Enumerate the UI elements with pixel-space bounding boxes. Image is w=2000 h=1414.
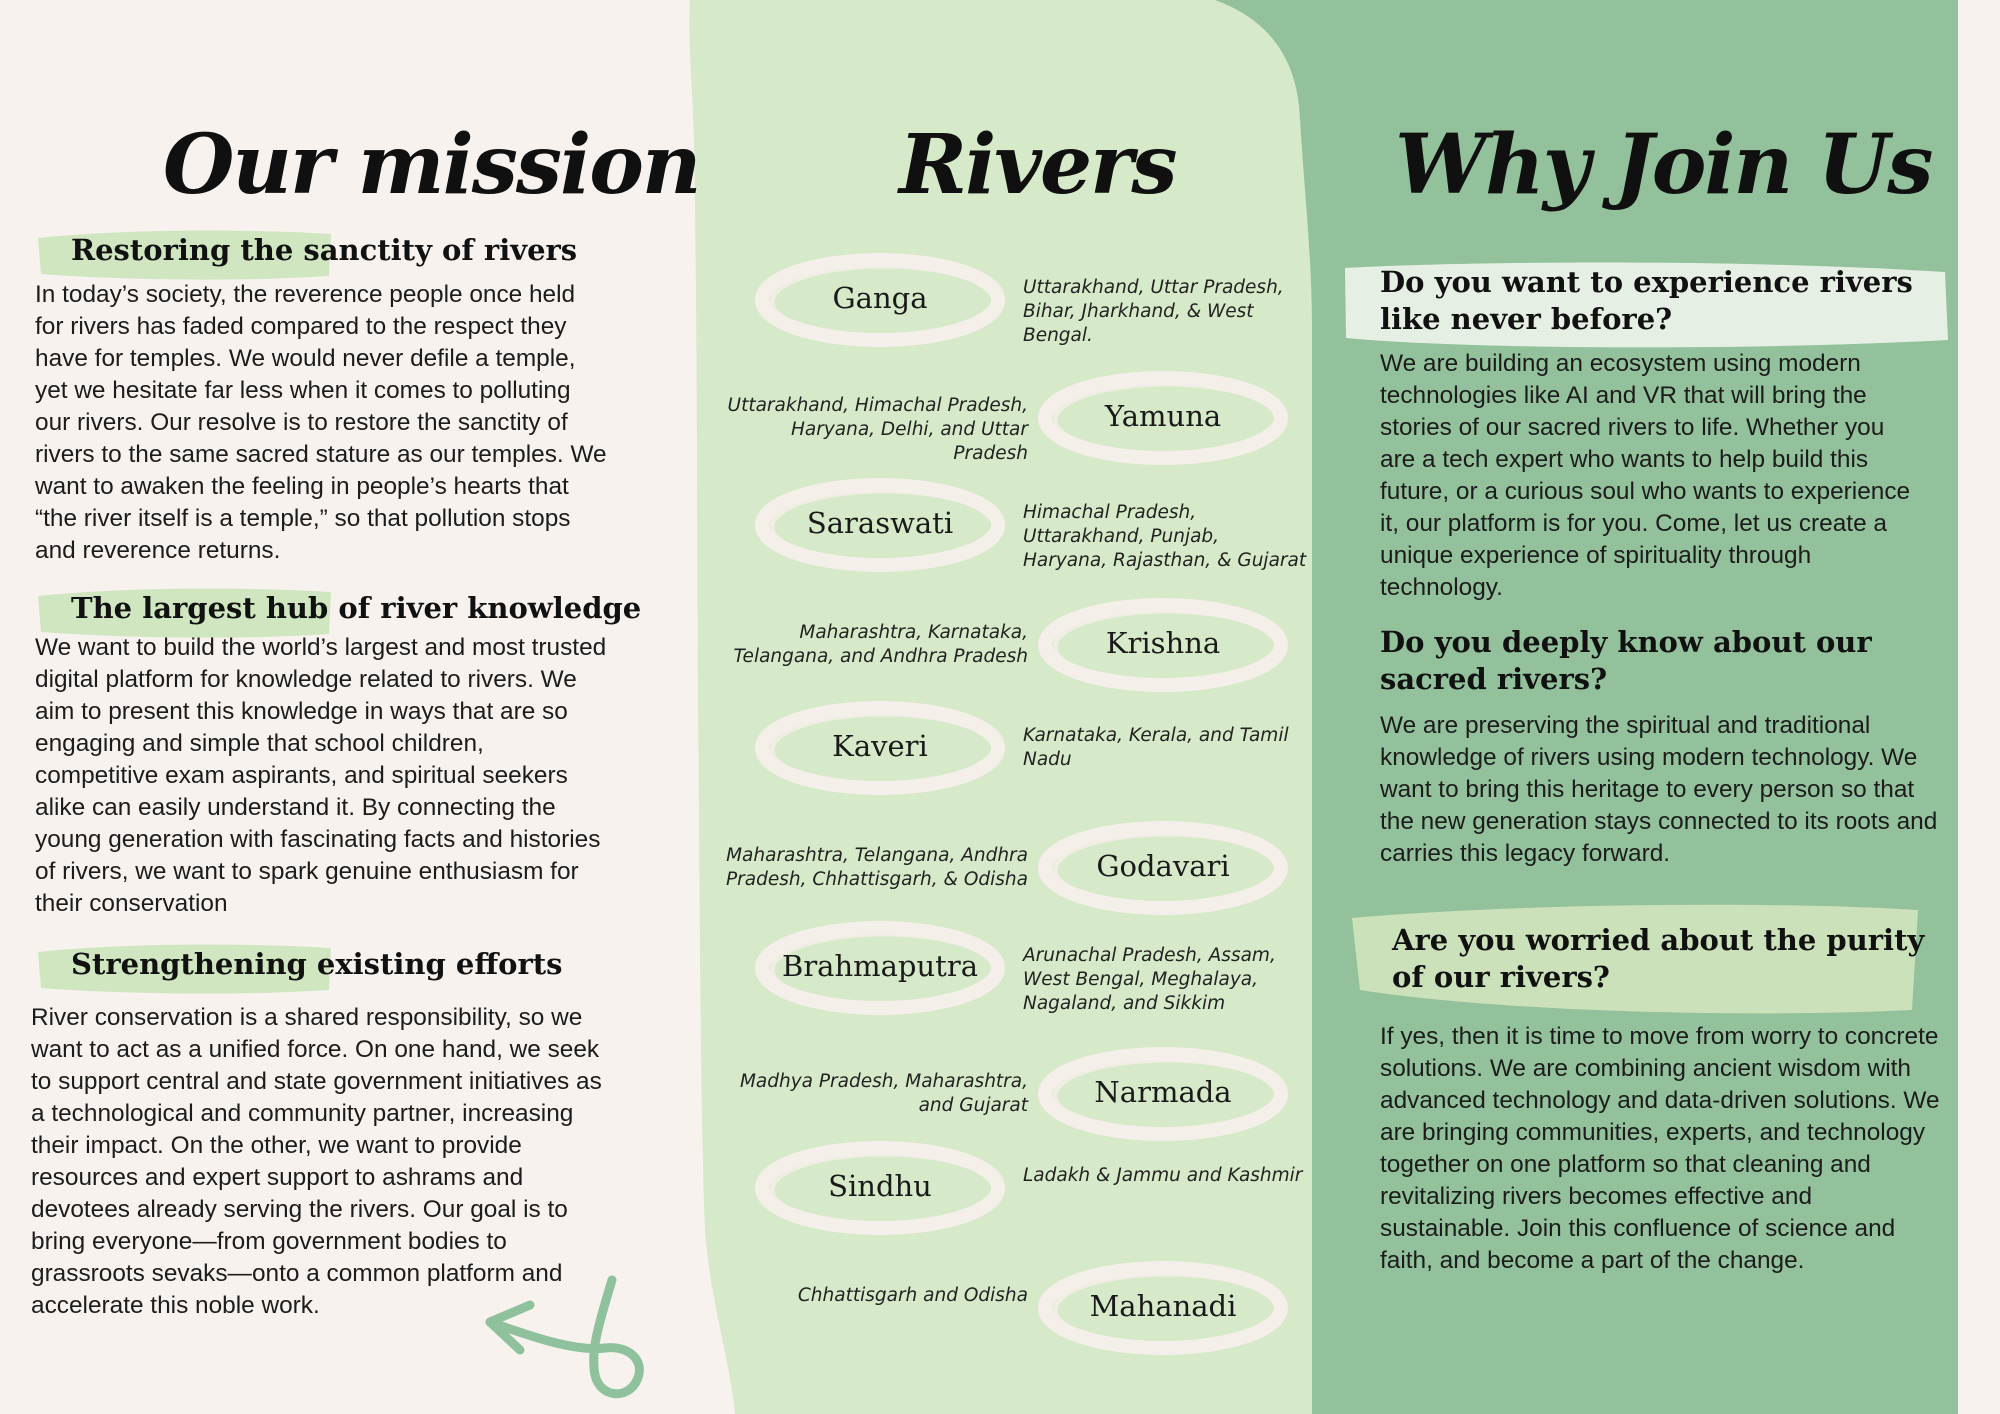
why-heading-3: Are you worried about the purity of our … <box>1392 923 1925 994</box>
river-name: Narmada <box>1094 1075 1232 1109</box>
river-regions: Uttarakhand, Uttar Pradesh, Bihar, Jhark… <box>1023 277 1284 346</box>
why-heading-1: Do you want to experience rivers like ne… <box>1380 265 1913 336</box>
river-name: Saraswati <box>806 506 954 540</box>
why-column: Why Join Us Do you want to experience ri… <box>1312 0 1958 1414</box>
river-name: Godavari <box>1096 849 1230 883</box>
river-ellipse <box>755 478 1005 572</box>
river-name: Sindhu <box>828 1169 932 1203</box>
why-heading-brush-1 <box>1345 262 1948 348</box>
river-regions: Uttarakhand, Himachal Pradesh, Haryana, … <box>727 395 1028 464</box>
rivers-title: Rivers <box>899 117 1177 213</box>
mission-body-1: In today’s society, the reverence people… <box>35 281 607 564</box>
river-name: Yamuna <box>1104 399 1222 433</box>
river-ellipse <box>1038 1261 1288 1355</box>
river-name: Ganga <box>832 281 928 315</box>
river-regions: Ladakh & Jammu and Kashmir <box>1023 1165 1303 1186</box>
mission-body-2: We want to build the world’s largest and… <box>35 634 607 917</box>
why-panel-background <box>1215 0 1958 1414</box>
mission-heading-1: Restoring the sanctity of rivers <box>38 230 578 280</box>
mission-heading-3: Strengthening existing efforts <box>38 944 563 994</box>
river-regions: Arunachal Pradesh, Assam, West Bengal, M… <box>1023 945 1276 1014</box>
river-name: Mahanadi <box>1089 1289 1237 1323</box>
mission-title: Our mission <box>163 117 702 213</box>
river-regions: Himachal Pradesh, Uttarakhand, Punjab, H… <box>1023 502 1307 571</box>
why-title: Why Join Us <box>1395 117 1933 213</box>
river-regions: Karnataka, Kerala, and Tamil Nadu <box>1023 725 1289 770</box>
river-ellipse <box>1038 1047 1288 1141</box>
river-ellipse <box>755 1141 1005 1235</box>
river-regions: Maharashtra, Telangana, Andhra Pradesh, … <box>726 845 1028 890</box>
river-ellipse <box>755 253 1005 347</box>
why-body-1: We are building an ecosystem using moder… <box>1380 350 1911 601</box>
mission-body-3: River conservation is a shared responsib… <box>31 1004 602 1319</box>
mission-heading-2: The largest hub of river knowledge <box>38 588 642 638</box>
river-ellipse <box>755 701 1005 795</box>
mission-heading-2-text: The largest hub of river knowledge <box>71 591 642 625</box>
river-ellipse <box>755 921 1005 1015</box>
river-name: Brahmaputra <box>782 949 978 983</box>
mission-heading-1-text: Restoring the sanctity of rivers <box>71 233 578 267</box>
river-name: Krishna <box>1105 626 1221 660</box>
why-heading-2: Do you deeply know about our sacred rive… <box>1380 625 1872 696</box>
river-ellipse <box>1038 598 1288 692</box>
why-body-2: We are preserving the spiritual and trad… <box>1380 712 1938 867</box>
mission-column: Our mission Restoring the sanctity of ri… <box>0 0 702 1414</box>
river-regions: Maharashtra, Karnataka, Telangana, and A… <box>733 622 1028 667</box>
rivers-column: Rivers <box>690 0 1312 1414</box>
river-ellipse <box>1038 371 1288 465</box>
river-name: Kaveri <box>832 729 928 763</box>
why-body-3: If yes, then it is time to move from wor… <box>1380 1023 1940 1274</box>
curly-arrow-left-icon <box>485 1275 644 1399</box>
mission-heading-3-text: Strengthening existing efforts <box>71 947 563 981</box>
river-regions: Madhya Pradesh, Maharashtra, and Gujarat <box>739 1071 1028 1116</box>
why-heading-brush-3 <box>1352 904 1918 1014</box>
river-regions: Chhattisgarh and Odisha <box>797 1285 1028 1306</box>
river-ellipse <box>1038 821 1288 915</box>
